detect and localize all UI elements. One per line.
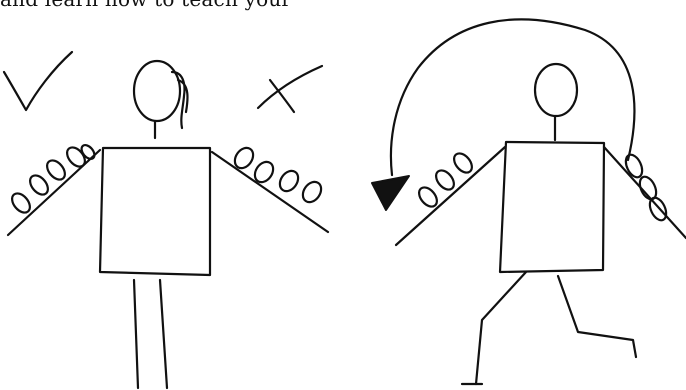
bead (451, 150, 476, 176)
left-figure-leg-left (134, 280, 138, 388)
left-figure-head (134, 61, 180, 121)
bead (299, 178, 325, 205)
bead (44, 157, 69, 183)
right-figure (396, 64, 686, 384)
left-figure (8, 61, 328, 388)
bead (433, 167, 458, 193)
bead (416, 184, 441, 210)
bead (27, 172, 52, 198)
left-figure-body (100, 148, 210, 275)
check-mark-icon (4, 52, 72, 110)
right-figure-body (500, 142, 604, 272)
right-figure-leg-back (476, 272, 526, 384)
rotation-arrowhead-icon (372, 176, 409, 210)
right-figure-head (535, 64, 577, 116)
right-figure-leg-front (558, 276, 636, 357)
bead (623, 152, 646, 180)
cross-mark-icon (258, 66, 322, 112)
bead (9, 190, 34, 216)
bead (276, 167, 302, 194)
rotation-arrow (391, 19, 634, 175)
left-arm-bead-row (9, 143, 97, 216)
left-figure-leg-right (160, 280, 167, 388)
right-figure-arm-left (396, 147, 505, 245)
right-figure-arm-right (604, 147, 686, 238)
left-figure-arm-left (8, 150, 100, 235)
bead (79, 143, 97, 162)
